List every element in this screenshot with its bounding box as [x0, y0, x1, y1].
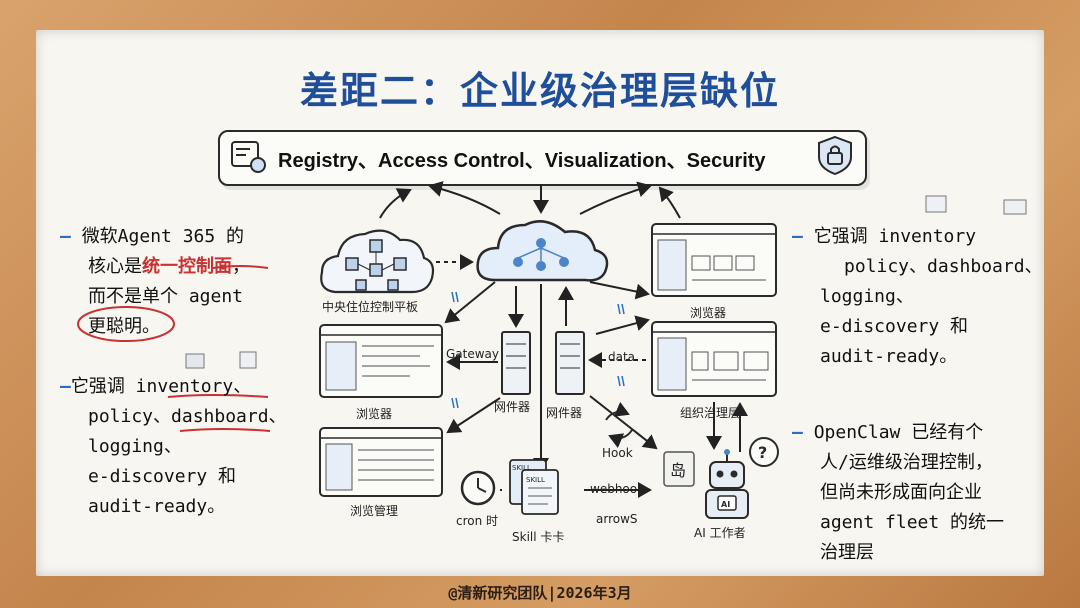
left-note-1-line2-post: ， — [232, 256, 250, 277]
browser-window-left — [319, 324, 443, 398]
ai-worker-label: AI 工作者 — [694, 526, 746, 540]
svg-text:?: ? — [758, 443, 767, 462]
right-note-1-line5: audit-ready。 — [820, 346, 958, 367]
right-note-2-line3: 但尚未形成面向企业 — [820, 482, 982, 503]
page-title: 差距二：企业级治理层缺位 — [299, 69, 780, 113]
browser-window-manage — [319, 427, 443, 497]
arrows-label: arrowS — [596, 512, 638, 526]
right-note-1-line3: logging、 — [820, 286, 914, 307]
skill-cards-icon — [509, 459, 559, 515]
skill-card-label-2: SKILL — [526, 476, 545, 484]
network-nodes-icon — [320, 229, 435, 294]
left-note-2-line4: e-discovery 和 — [88, 466, 237, 487]
left-note-2-line2: policy、dashboard、 — [88, 406, 287, 427]
control-plane-banner — [218, 130, 867, 186]
left-note-2-line5: audit-ready。 — [88, 496, 226, 517]
left-note-1-line1: 微软Agent 365 的 — [81, 226, 245, 247]
right-note-2-line5: 治理层 — [820, 542, 874, 563]
emphasis-underline — [212, 265, 269, 269]
hub-label: 中央住位控制平板 — [322, 300, 419, 314]
right-note-2-line1: OpenClaw 已经有个 — [813, 422, 984, 443]
left-note-1-line4: 更聪明。 — [88, 316, 160, 337]
left-note-2-line3: logging、 — [88, 436, 182, 457]
browser-manage-label: 浏览管理 — [350, 504, 399, 518]
right-note-1-line4: e-discovery 和 — [820, 316, 969, 337]
emphasis-circle — [77, 306, 175, 342]
org-governance-dashboard — [651, 321, 777, 397]
left-note-1: — 微软Agent 365 的 核心是统一控制面， 而不是单个 agent 更聪… — [60, 226, 250, 337]
emphasis-underline-2 — [167, 394, 269, 398]
ai-badge: AI — [721, 500, 730, 509]
right-note-2-line2: 人/运维级治理控制， — [820, 452, 993, 473]
right-note-2-line4: agent fleet 的统一 — [820, 512, 1005, 533]
webhook-label: webhook — [590, 482, 645, 496]
hook-label: Hook — [602, 446, 633, 460]
shield-lock-icon — [818, 135, 852, 176]
island-card-icon — [663, 451, 695, 487]
right-note-1-line2: policy、dashboard、 — [844, 256, 1043, 277]
footer-credit: @清新研究团队|2026年3月 — [448, 584, 632, 602]
left-note-1-line3: 而不是单个 agent — [88, 286, 244, 307]
cron-label: cron 时 — [456, 514, 499, 528]
left-note-1-line2-red: 统一控制面 — [142, 256, 232, 277]
org-gov-label: 组织治理层 — [680, 406, 741, 420]
cloud-hub-icon — [476, 220, 609, 282]
right-note-2: — OpenClaw 已经有个 人/运维级治理控制， 但尚未形成面向企业 age… — [792, 422, 1005, 563]
left-note-2: —它强调 inventory、 policy、dashboard、 loggin… — [60, 376, 287, 517]
emphasis-underline-3 — [179, 428, 271, 432]
browser-window-right — [651, 223, 777, 297]
right-note-1-line1: 它强调 inventory — [813, 226, 977, 247]
doodle-card-icon — [185, 195, 1027, 369]
control-plane-text: Registry、Access Control、Visualization、Se… — [278, 150, 766, 172]
motion-marks — [451, 291, 625, 409]
clock-icon — [460, 470, 496, 506]
right-note-1: — 它强调 inventory policy、dashboard、 loggin… — [792, 226, 1043, 367]
left-note-1-line2-pre: 核心是 — [88, 256, 142, 277]
settings-panel-icon — [231, 141, 266, 173]
robot-icon — [705, 449, 749, 519]
browser-right-label: 浏览器 — [690, 306, 727, 320]
gateway-label: Gateway — [446, 347, 500, 361]
server-icon-1 — [501, 331, 531, 395]
refresh-cycle-icon — [605, 401, 633, 449]
island-char: 岛 — [670, 461, 686, 480]
browser-left-label: 浏览器 — [356, 407, 393, 421]
skill-label: Skill 卡卡 — [512, 530, 565, 544]
server-icon-2 — [555, 331, 585, 395]
server-2-label: 网件器 — [546, 406, 583, 420]
skill-card-label: SKILL — [512, 464, 531, 472]
data-label: data — [608, 350, 636, 364]
server-1-label: 网件器 — [494, 400, 531, 414]
question-bubble-icon: ? — [749, 437, 779, 467]
left-note-2-line1: 它强调 inventory、 — [70, 376, 252, 397]
